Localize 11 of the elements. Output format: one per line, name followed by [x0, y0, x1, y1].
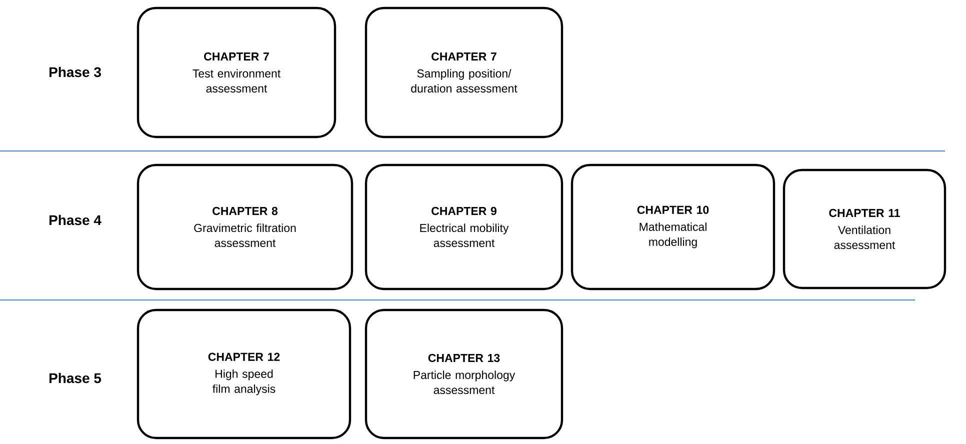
chapter-box: CHAPTER 12 High speed film analysis: [136, 308, 352, 440]
phase-label: Phase 4: [50, 214, 102, 226]
chapter-box: CHAPTER 8 Gravimetric filtration assessment: [136, 164, 354, 290]
phase-label: Phase 3: [50, 66, 101, 78]
chapter-box: CHAPTER 11 Ventilation assessment: [782, 168, 946, 290]
phase-label: Phase 5: [50, 372, 102, 384]
chapter-box: CHAPTER 7 Sampling position/ duration assessment: [364, 6, 564, 138]
chapter-box: CHAPTER 7 Test environment assessment: [136, 6, 336, 138]
chapter-box: CHAPTER 10 Mathematical modelling: [570, 164, 776, 290]
chapter-box: CHAPTER 13 Particle morphology assessment: [364, 308, 564, 440]
chapter-box: CHAPTER 9 Electrical mobility assessment: [364, 164, 564, 290]
